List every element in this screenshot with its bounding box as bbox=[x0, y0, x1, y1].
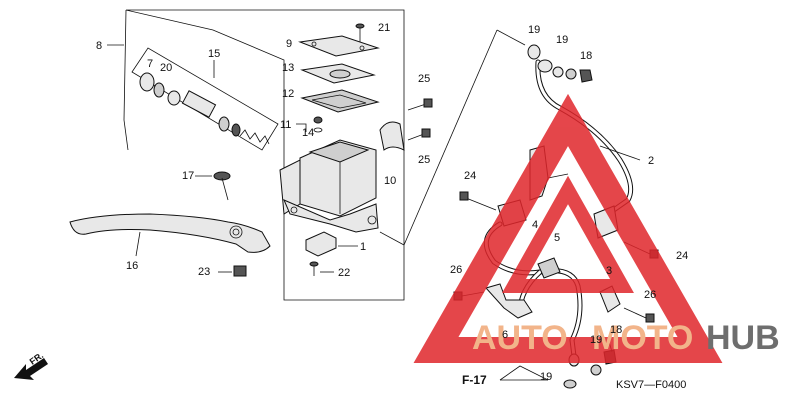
screw-21 bbox=[355, 23, 365, 42]
callout-8: 8 bbox=[96, 40, 102, 52]
callout-18-top: 18 bbox=[580, 50, 592, 62]
callout-23: 23 bbox=[198, 266, 210, 278]
callout-21: 21 bbox=[378, 22, 390, 34]
callout-25-lower: 25 bbox=[418, 154, 430, 166]
bolt-25-lower bbox=[407, 128, 431, 141]
callout-24-left: 24 bbox=[464, 170, 476, 182]
assembly-frame bbox=[125, 9, 405, 301]
hose-clamp-6 bbox=[485, 283, 533, 319]
brake-switch bbox=[305, 231, 358, 257]
callout-22: 22 bbox=[338, 267, 350, 279]
front-direction-arrow bbox=[14, 358, 48, 380]
handlebar-clamp bbox=[379, 121, 405, 151]
watermark-hub: HUB bbox=[706, 319, 780, 357]
frame-to-hose-line bbox=[403, 29, 498, 246]
hose-fitting-5 bbox=[537, 257, 561, 279]
master-cylinder-body bbox=[279, 139, 379, 233]
callout-15: 15 bbox=[208, 48, 220, 60]
frame-reference: F-17 bbox=[462, 373, 487, 387]
bolt-24-left bbox=[459, 191, 497, 211]
callout-11: 11 bbox=[280, 119, 291, 131]
callout-5: 5 bbox=[554, 232, 560, 244]
callout-9: 9 bbox=[286, 38, 292, 50]
callout-2-leader bbox=[599, 145, 641, 161]
callout-19-bottom: 19 bbox=[540, 371, 552, 383]
frame-to-hose-line-3 bbox=[379, 231, 405, 246]
callout-19-top-right: 19 bbox=[556, 34, 568, 46]
f17-arrow bbox=[499, 365, 549, 381]
callout-26-right: 26 bbox=[644, 289, 656, 301]
watermark-auto: AUTO bbox=[472, 319, 568, 357]
frame-to-hose-line-2 bbox=[496, 29, 526, 46]
screw-22 bbox=[309, 261, 334, 276]
callout-19-top-left: 19 bbox=[528, 24, 540, 36]
callout-14: 14 bbox=[302, 127, 314, 139]
callout-4: 4 bbox=[532, 219, 538, 231]
nut-23 bbox=[218, 265, 247, 277]
watermark-moto: MOTO bbox=[592, 319, 693, 357]
callout-10: 10 bbox=[384, 175, 396, 187]
callout-20: 20 bbox=[160, 62, 172, 74]
banjo-upper bbox=[527, 44, 593, 83]
reservoir-cap bbox=[298, 35, 380, 57]
callout-17: 17 bbox=[182, 170, 194, 182]
diagram-code: KSV7—F0400 bbox=[616, 379, 686, 391]
bolt-25-upper bbox=[407, 98, 433, 111]
callout-12: 12 bbox=[282, 88, 294, 100]
callout-16: 16 bbox=[126, 260, 138, 272]
callout-13: 13 bbox=[282, 62, 294, 74]
callout-16-leader bbox=[135, 231, 141, 257]
brake-lever bbox=[69, 213, 271, 253]
callout-7: 7 bbox=[147, 58, 153, 70]
reservoir-diaphragm bbox=[300, 89, 380, 113]
assembly-frame-lower bbox=[123, 9, 129, 151]
part-11-14 bbox=[296, 116, 323, 133]
callout-25-upper: 25 bbox=[418, 73, 430, 85]
pivot-bolt bbox=[195, 171, 231, 201]
callout-2: 2 bbox=[648, 155, 654, 167]
bolt-26-right bbox=[623, 307, 655, 323]
piston-kit-parts bbox=[139, 72, 270, 145]
callout-19-lower-right: 19 bbox=[590, 334, 602, 346]
callout-24-right: 24 bbox=[676, 250, 688, 262]
callout-26-left: 26 bbox=[450, 264, 462, 276]
automotohub-watermark: AUTO MOTO HUB bbox=[413, 93, 780, 363]
callout-3: 3 bbox=[606, 265, 612, 277]
reservoir-plate bbox=[300, 63, 376, 84]
callout-18-lower: 18 bbox=[610, 324, 622, 336]
callout-1: 1 bbox=[360, 241, 366, 253]
brake-hose-upper bbox=[535, 59, 634, 217]
callout-6: 6 bbox=[502, 329, 508, 341]
